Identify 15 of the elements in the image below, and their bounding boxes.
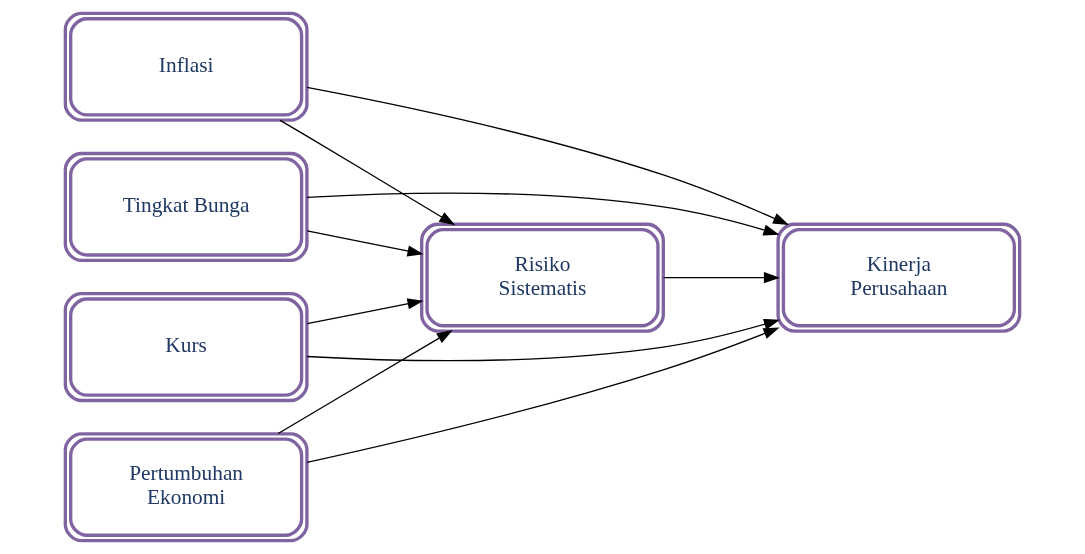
node-box: Kinerja Perusahaan [776, 222, 1022, 333]
arrow [277, 330, 453, 435]
node-box: Tingkat Bunga [63, 151, 309, 262]
node-box: Inflasi [63, 11, 309, 122]
arrow [306, 230, 424, 257]
arrow [306, 86, 790, 225]
node-box: Risiko Sistematis [420, 222, 665, 333]
arrow [306, 327, 780, 463]
arrow [306, 298, 424, 325]
arrow [279, 119, 456, 226]
node-box: Kurs [63, 292, 309, 403]
arrow [306, 192, 780, 236]
node-box: Pertumbuhan Ekonomi [63, 432, 309, 543]
arrow [662, 272, 780, 284]
arrow [306, 318, 780, 362]
